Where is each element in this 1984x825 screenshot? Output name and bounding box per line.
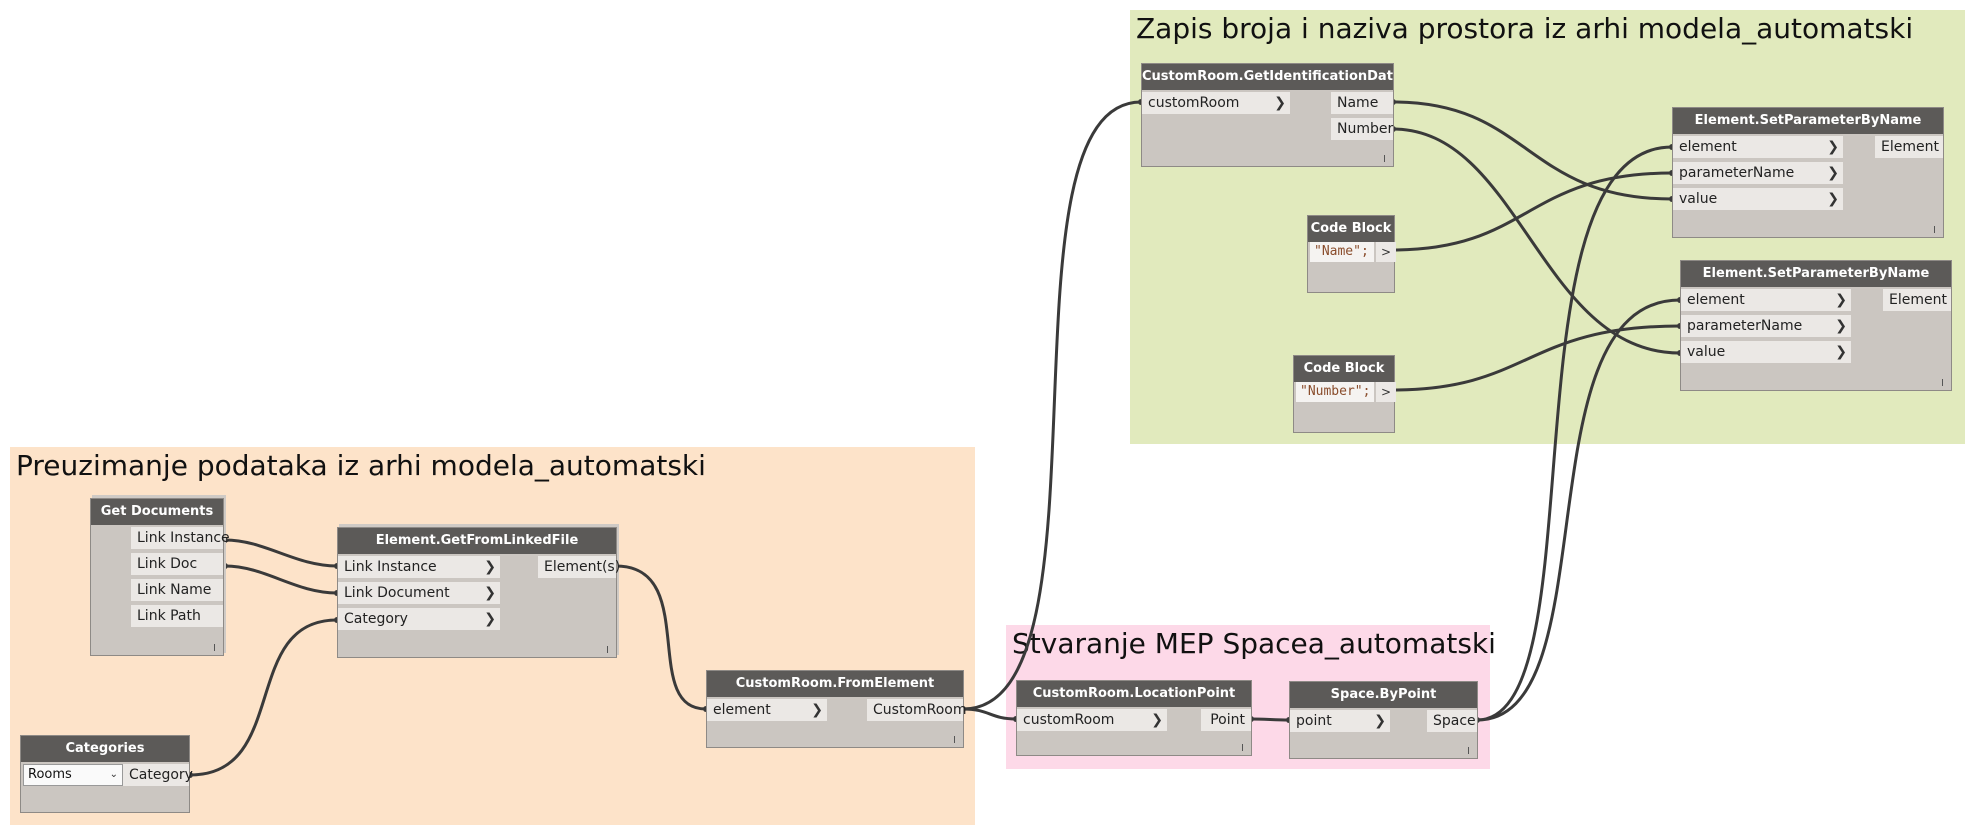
node-title: Element.SetParameterByName [1673,108,1943,134]
wire-space-el1 [1476,145,1673,722]
chevron-right-icon: ❯ [484,559,496,575]
resize-grip-icon[interactable] [214,644,215,651]
code-editor[interactable]: "Name"; [1310,242,1374,262]
output-port-link-doc[interactable]: Link Doc [131,553,223,575]
wire-point [1250,717,1290,722]
wire-linkdoc [224,564,338,595]
node-code-block-name[interactable]: Code Block "Name"; > [1307,215,1396,293]
node-title: Code Block [1308,216,1394,242]
node-title: Element.GetFromLinkedFile [338,528,616,554]
input-port-value[interactable]: value❯ [1673,188,1843,210]
input-port-element[interactable]: element❯ [1681,289,1851,311]
input-port-customroom[interactable]: customRoom❯ [1017,709,1167,731]
output-port-element[interactable]: Element [1875,136,1943,158]
chevron-right-icon: ❯ [1274,95,1286,111]
output-port-space[interactable]: Space [1427,710,1477,732]
chevron-right-icon: ❯ [1374,713,1386,729]
wire-space-el2 [1476,298,1681,722]
wire-code1-param [1392,171,1673,252]
input-port-value[interactable]: value❯ [1681,341,1851,363]
group-stvaranje-title: Stvaranje MEP Spacea_automatski [1012,627,1496,660]
wire-linkinstance [224,538,338,568]
input-port-link-document[interactable]: Link Document❯ [338,582,500,604]
node-customroom-from-element[interactable]: CustomRoom.FromElement element❯ CustomRo… [706,670,967,748]
code-editor[interactable]: "Number"; [1296,382,1374,402]
resize-grip-icon[interactable] [1934,226,1935,233]
node-title: Element.SetParameterByName [1681,261,1951,287]
output-port-customroom[interactable]: CustomRoom [867,699,967,721]
output-port-number[interactable]: Number [1331,118,1393,140]
node-title: Code Block [1294,356,1394,382]
chevron-right-icon: ❯ [484,611,496,627]
chevron-down-icon: ⌄ [109,769,118,780]
chevron-right-icon: ❯ [1827,139,1839,155]
node-code-block-number[interactable]: Code Block "Number"; > [1293,355,1396,433]
output-port-code[interactable]: > [1376,382,1396,402]
input-port-element[interactable]: element❯ [1673,136,1843,158]
input-port-link-instance[interactable]: Link Instance❯ [338,556,500,578]
node-space-by-point[interactable]: Space.ByPoint point❯ Space [1289,681,1478,759]
chevron-right-icon: ❯ [811,702,823,718]
node-title: Get Documents [91,499,223,525]
node-get-from-linked-file[interactable]: Element.GetFromLinkedFile Link Instance❯… [337,527,620,658]
output-port-category[interactable]: Category [123,764,193,786]
output-port-code[interactable]: > [1376,242,1396,262]
input-port-point[interactable]: point❯ [1290,710,1390,732]
chevron-right-icon: ❯ [1827,165,1839,181]
node-title: Space.ByPoint [1290,682,1477,708]
resize-grip-icon[interactable] [1942,379,1943,386]
chevron-right-icon: ❯ [1835,344,1847,360]
resize-grip-icon[interactable] [607,646,608,653]
output-port-point[interactable]: Point [1201,709,1251,731]
chevron-right-icon: ❯ [1835,292,1847,308]
wire-name-value [1392,100,1673,201]
wire-number-value [1392,127,1681,355]
output-port-link-instance[interactable]: Link Instance [131,527,230,549]
wire-customroom-ident [962,100,1142,711]
chevron-right-icon: ❯ [1827,191,1839,207]
chevron-right-icon: ❯ [1835,318,1847,334]
output-port-link-path[interactable]: Link Path [131,605,223,627]
resize-grip-icon[interactable] [954,736,955,743]
output-port-elements[interactable]: Element(s) [538,556,620,578]
input-port-element[interactable]: element❯ [707,699,827,721]
input-port-customroom[interactable]: customRoom❯ [1142,92,1290,114]
input-port-category[interactable]: Category❯ [338,608,500,630]
resize-grip-icon[interactable] [1384,155,1385,162]
wire-elements [615,564,707,711]
node-title: Categories [21,736,189,762]
input-port-parametername[interactable]: parameterName❯ [1681,315,1851,337]
node-title: CustomRoom.LocationPoint [1017,681,1251,707]
output-port-element[interactable]: Element [1883,289,1951,311]
chevron-right-icon: ❯ [1151,712,1163,728]
category-dropdown[interactable]: Rooms⌄ [23,764,123,786]
resize-grip-icon[interactable] [1468,747,1469,754]
node-customroom-location-point[interactable]: CustomRoom.LocationPoint customRoom❯ Poi… [1016,680,1252,756]
wire-code2-param [1392,324,1681,392]
output-port-link-name[interactable]: Link Name [131,579,223,601]
node-set-parameter-2[interactable]: Element.SetParameterByName element❯ para… [1680,260,1952,391]
input-port-parametername[interactable]: parameterName❯ [1673,162,1843,184]
group-preuzimanje-title: Preuzimanje podataka iz arhi modela_auto… [16,449,706,482]
group-zapis-title: Zapis broja i naziva prostora iz arhi mo… [1136,12,1914,45]
node-title: CustomRoom.GetIdentificationData [1142,64,1393,90]
node-title: CustomRoom.FromElement [707,671,963,697]
node-categories[interactable]: Categories Rooms⌄ Category [20,735,193,813]
node-get-documents[interactable]: Get Documents Link Instance Link Doc Lin… [90,498,230,656]
resize-grip-icon[interactable] [1242,744,1243,751]
wire-category [189,618,338,777]
output-port-name[interactable]: Name [1331,92,1393,114]
node-get-identification-data[interactable]: CustomRoom.GetIdentificationData customR… [1141,63,1394,167]
wire-customroom-lp [962,707,1017,721]
chevron-right-icon: ❯ [484,585,496,601]
node-set-parameter-1[interactable]: Element.SetParameterByName element❯ para… [1672,107,1944,238]
